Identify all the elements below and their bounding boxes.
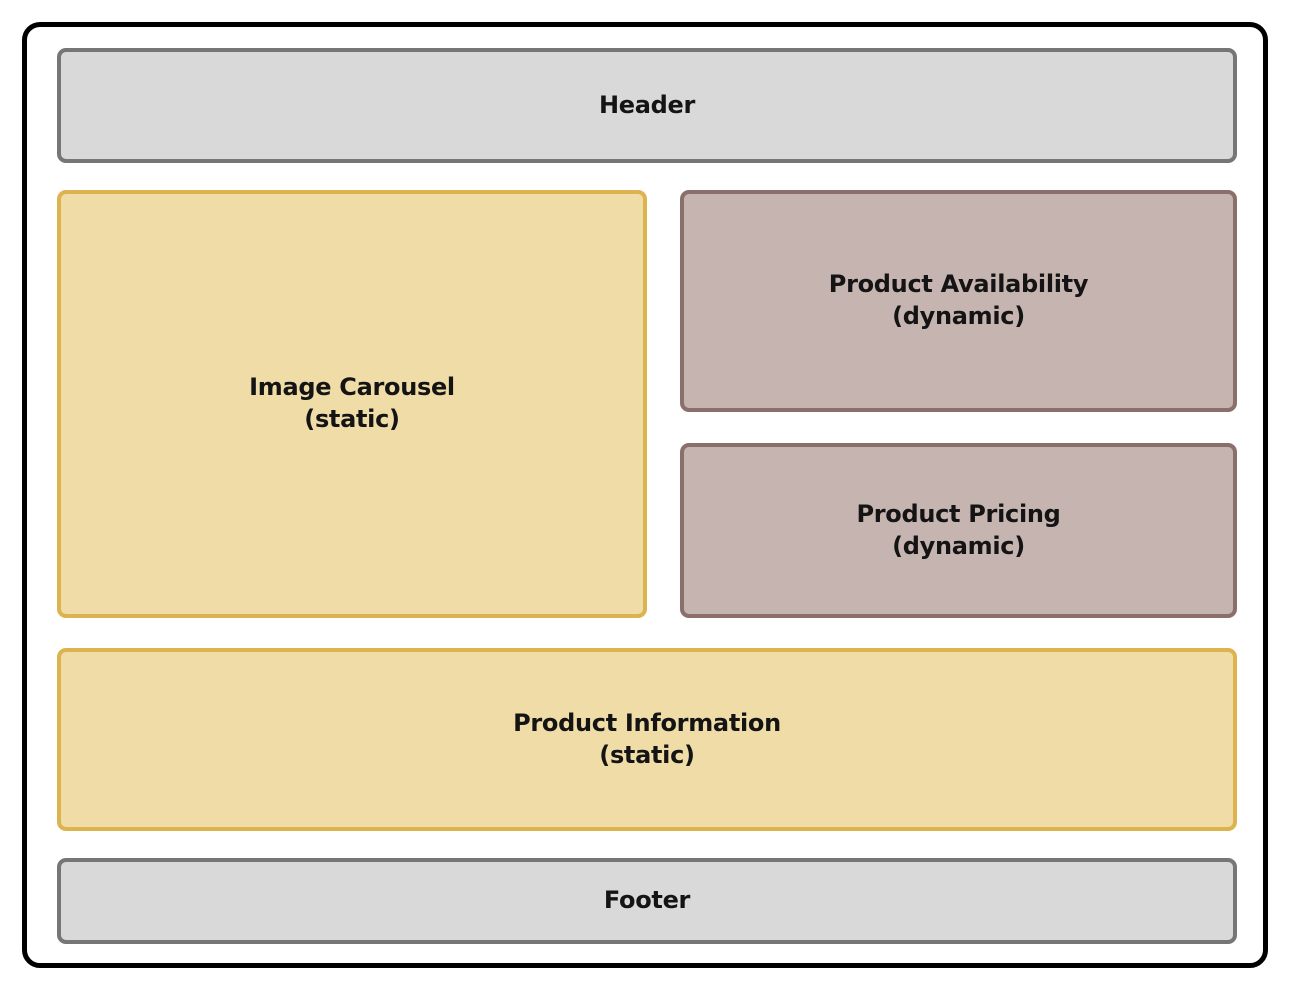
product-availability-section: Product Availability (dynamic) (680, 190, 1237, 412)
header-section: Header (57, 48, 1237, 163)
product-information-label: Product Information (513, 708, 781, 737)
image-carousel-section: Image Carousel (static) (57, 190, 647, 618)
image-carousel-label: Image Carousel (249, 373, 455, 402)
product-information-section: Product Information (static) (57, 648, 1237, 831)
product-information-sublabel: (static) (599, 740, 695, 769)
product-pricing-label: Product Pricing (856, 499, 1061, 528)
image-carousel-sublabel: (static) (304, 405, 400, 433)
footer-label: Footer (603, 886, 691, 915)
product-availability-label: Product Availability (828, 270, 1089, 299)
product-availability-sublabel: (dynamic) (892, 302, 1025, 330)
product-pricing-section: Product Pricing (dynamic) (680, 443, 1237, 618)
footer-section: Footer (57, 858, 1237, 944)
product-pricing-sublabel: (dynamic) (892, 531, 1025, 560)
header-label: Header (598, 90, 696, 119)
